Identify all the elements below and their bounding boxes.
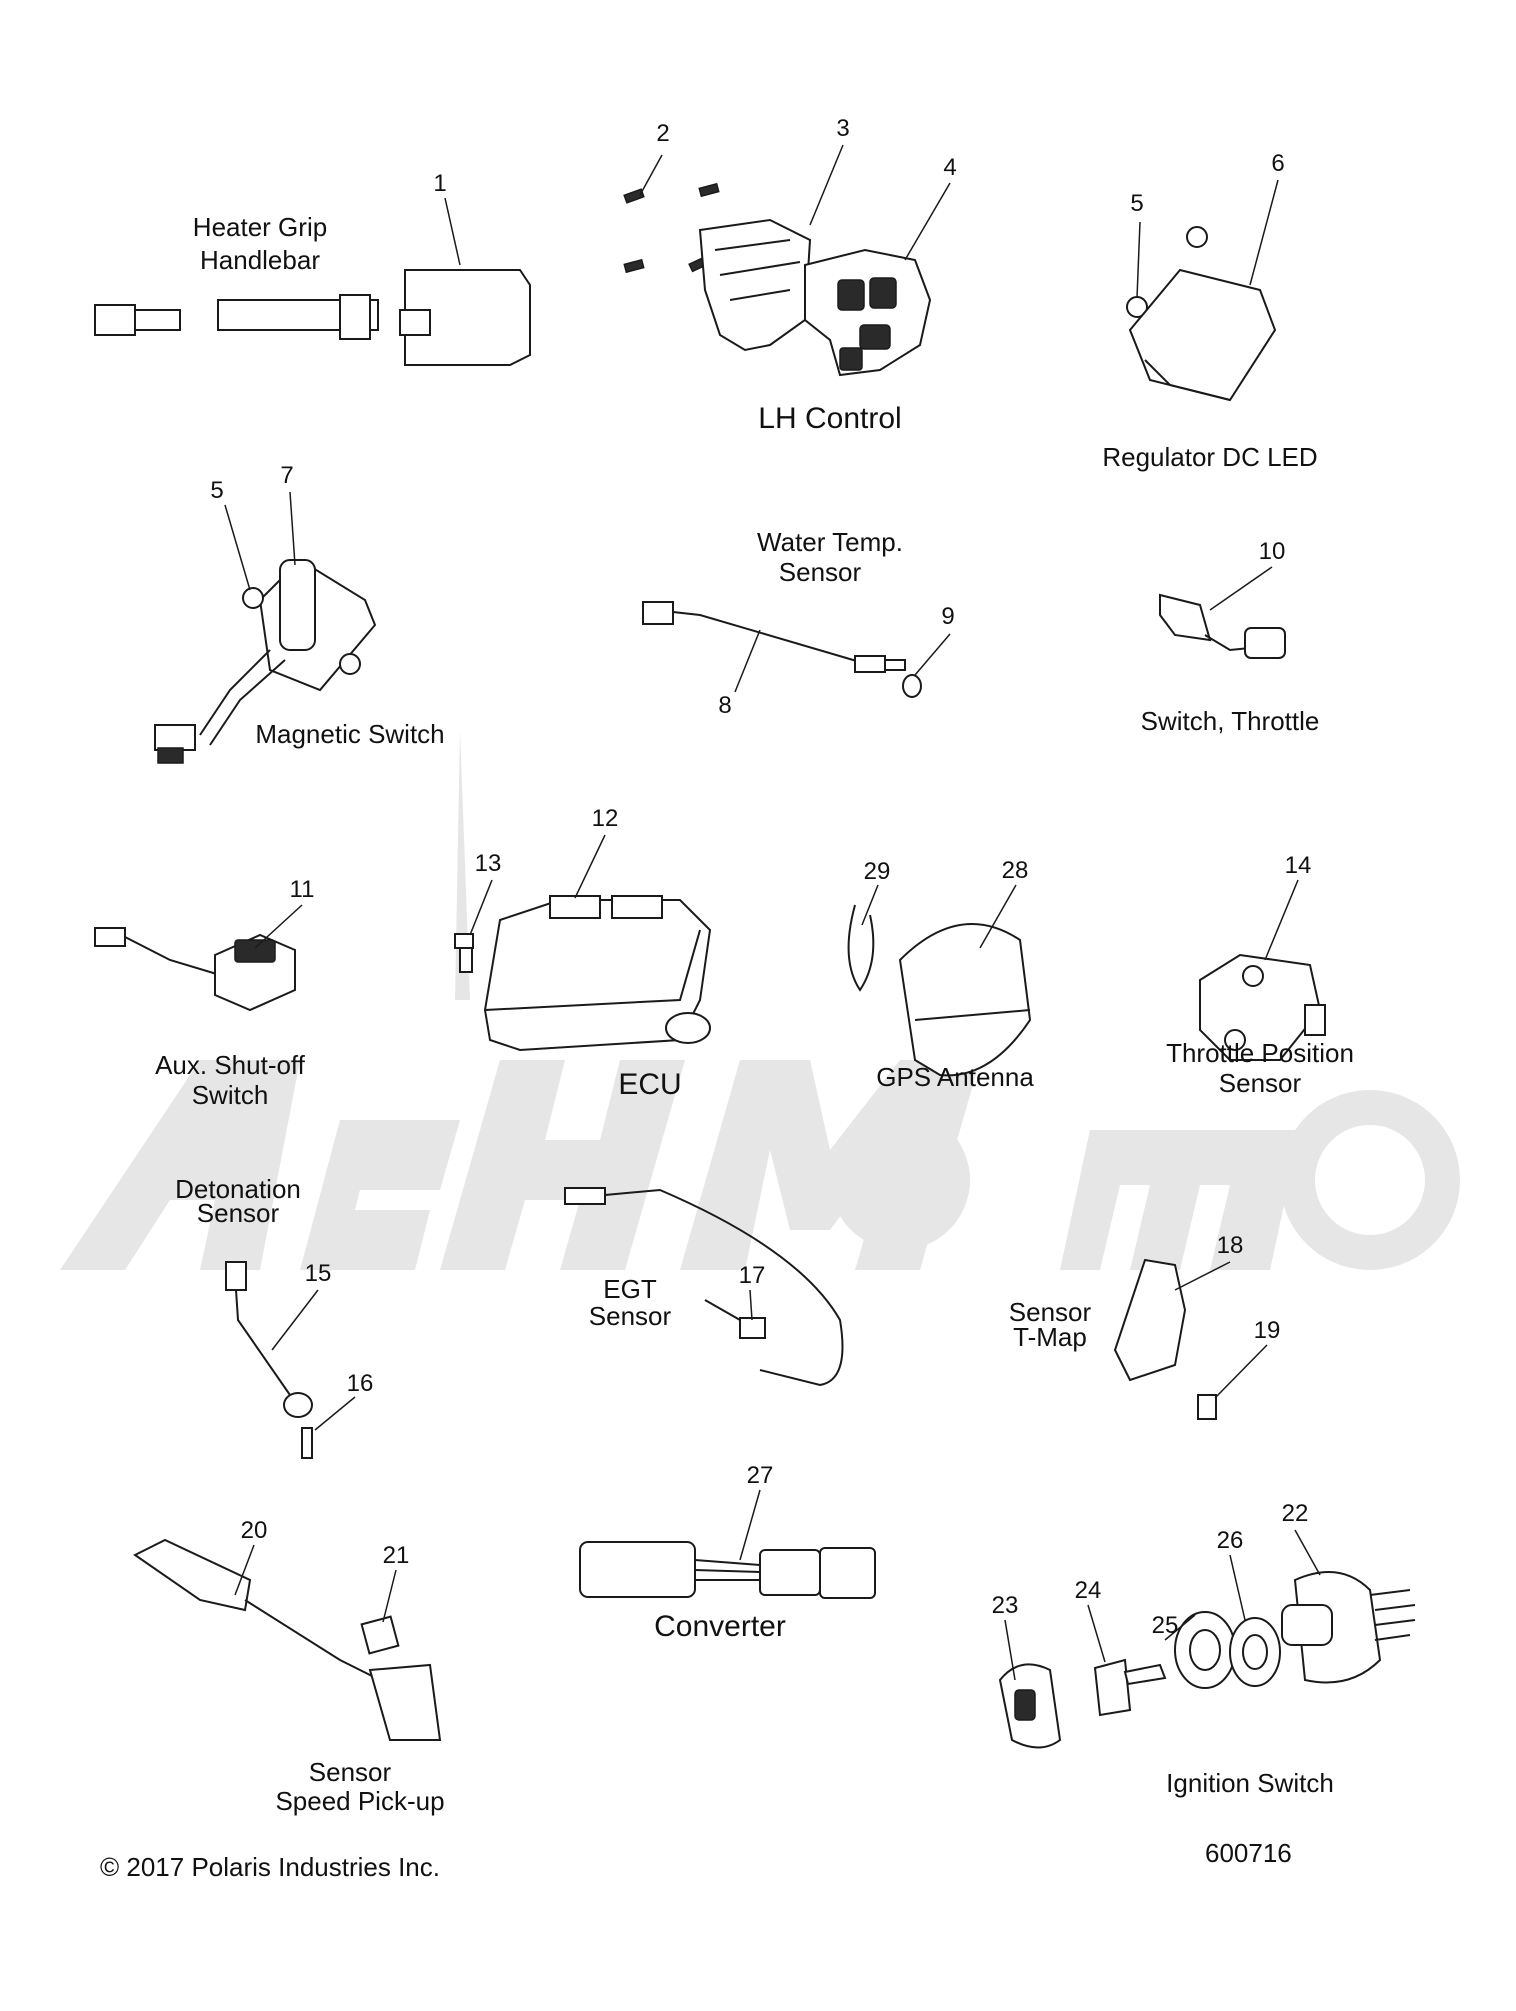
callout-number: 26	[1216, 1527, 1244, 1554]
callout-number: 27	[746, 1462, 774, 1489]
tmap-sensor-icon	[1113, 1258, 1217, 1420]
callout-number: 7	[280, 462, 294, 489]
callout-number: 11	[289, 876, 315, 903]
label-egt-line2: Sensor	[588, 1301, 672, 1331]
label-lh-control: LH Control	[758, 402, 902, 435]
callout-number: 25	[1151, 1612, 1179, 1639]
callout-number: 5	[1130, 190, 1144, 217]
copyright-notice: © 2017 Polaris Industries Inc.	[100, 1852, 440, 1882]
callout-number: 9	[941, 603, 955, 630]
label-heater-grip-line1: Heater Grip	[192, 212, 328, 242]
label-detonation-line2: Sensor	[196, 1198, 280, 1228]
callout-number: 12	[591, 805, 619, 832]
washer-icon	[902, 674, 922, 698]
switch-pod-icon	[804, 248, 932, 377]
label-tmap-line1: Sensor	[1008, 1297, 1092, 1327]
cable-tie-icon	[847, 904, 875, 992]
key-icon	[1093, 1658, 1167, 1717]
label-water-temp-line1: Water Temp.	[757, 527, 903, 557]
ignition-switch-icon	[998, 1571, 1416, 1749]
gps-antenna-icon	[898, 923, 1032, 1077]
callout-number: 2	[656, 120, 670, 147]
label-switch-throttle: Switch, Throttle	[1140, 706, 1320, 736]
callout-number: 28	[1001, 857, 1029, 884]
label-converter: Converter	[654, 1610, 786, 1643]
throttle-position-icon	[1199, 953, 1326, 1061]
aux-switch-icon	[94, 927, 296, 1012]
control-housing-icon	[698, 218, 812, 352]
callout-number: 23	[991, 1592, 1019, 1619]
callout-number: 15	[304, 1260, 332, 1287]
regulator-icon	[1128, 268, 1277, 402]
label-speed-pickup-line2: Speed Pick-up	[275, 1786, 445, 1816]
bolt-icon	[454, 933, 474, 973]
temp-sensor-icon	[642, 601, 906, 673]
throttle-switch-icon	[1159, 593, 1286, 659]
callout-number: 10	[1258, 538, 1286, 565]
converter-icon	[579, 1541, 876, 1599]
magnetic-switch-icon	[154, 558, 377, 764]
label-detonation-line1: Detonation	[175, 1174, 301, 1204]
callout-number: 13	[474, 850, 502, 877]
ecu-icon	[483, 895, 712, 1052]
label-throttle-position-line2: Sensor	[1218, 1068, 1302, 1098]
callout-number: 3	[836, 115, 850, 142]
callout-number: 8	[718, 692, 732, 719]
label-magnetic-switch: Magnetic Switch	[255, 719, 445, 749]
leader-lines	[224, 144, 1321, 1681]
callout-number: 18	[1216, 1232, 1244, 1259]
label-aux-shutoff-line1: Aux. Shut-off	[155, 1050, 305, 1080]
callout-number: 16	[346, 1370, 374, 1397]
callout-number: 17	[738, 1262, 766, 1289]
callout-number: 24	[1074, 1577, 1102, 1604]
label-speed-pickup-line1: Sensor	[308, 1757, 392, 1787]
egt-sensor-icon	[564, 1187, 844, 1387]
speed-sensor-icon	[133, 1538, 442, 1741]
knock-sensor-icon	[225, 1261, 313, 1459]
callout-number: 22	[1281, 1500, 1309, 1527]
nut-icon	[1126, 226, 1208, 318]
label-throttle-position-line1: Throttle Position	[1166, 1038, 1354, 1068]
callout-number: 29	[863, 858, 891, 885]
callout-number: 20	[240, 1517, 268, 1544]
figure-number: 600716	[1205, 1838, 1292, 1868]
heater-grip-icon	[94, 269, 531, 366]
callout-number: 1	[433, 170, 447, 197]
label-egt-line1: EGT	[603, 1274, 657, 1304]
callout-number: 5	[210, 477, 224, 504]
label-aux-shutoff-line2: Switch	[191, 1080, 269, 1110]
callout-number: 19	[1253, 1317, 1281, 1344]
callout-number: 4	[943, 154, 957, 181]
callout-number: 21	[382, 1542, 410, 1569]
watermark-logo	[60, 730, 1460, 1270]
label-gps-antenna: GPS Antenna	[876, 1062, 1034, 1092]
label-regulator: Regulator DC LED	[1102, 442, 1318, 472]
callout-number: 6	[1271, 150, 1285, 177]
label-ignition-switch: Ignition Switch	[1166, 1768, 1334, 1798]
label-ecu: ECU	[618, 1068, 682, 1101]
label-tmap-line2: T-Map	[1013, 1322, 1087, 1352]
label-water-temp-line2: Sensor	[778, 557, 862, 587]
label-heater-grip-line2: Handlebar	[200, 245, 320, 275]
callout-number: 14	[1284, 852, 1312, 879]
